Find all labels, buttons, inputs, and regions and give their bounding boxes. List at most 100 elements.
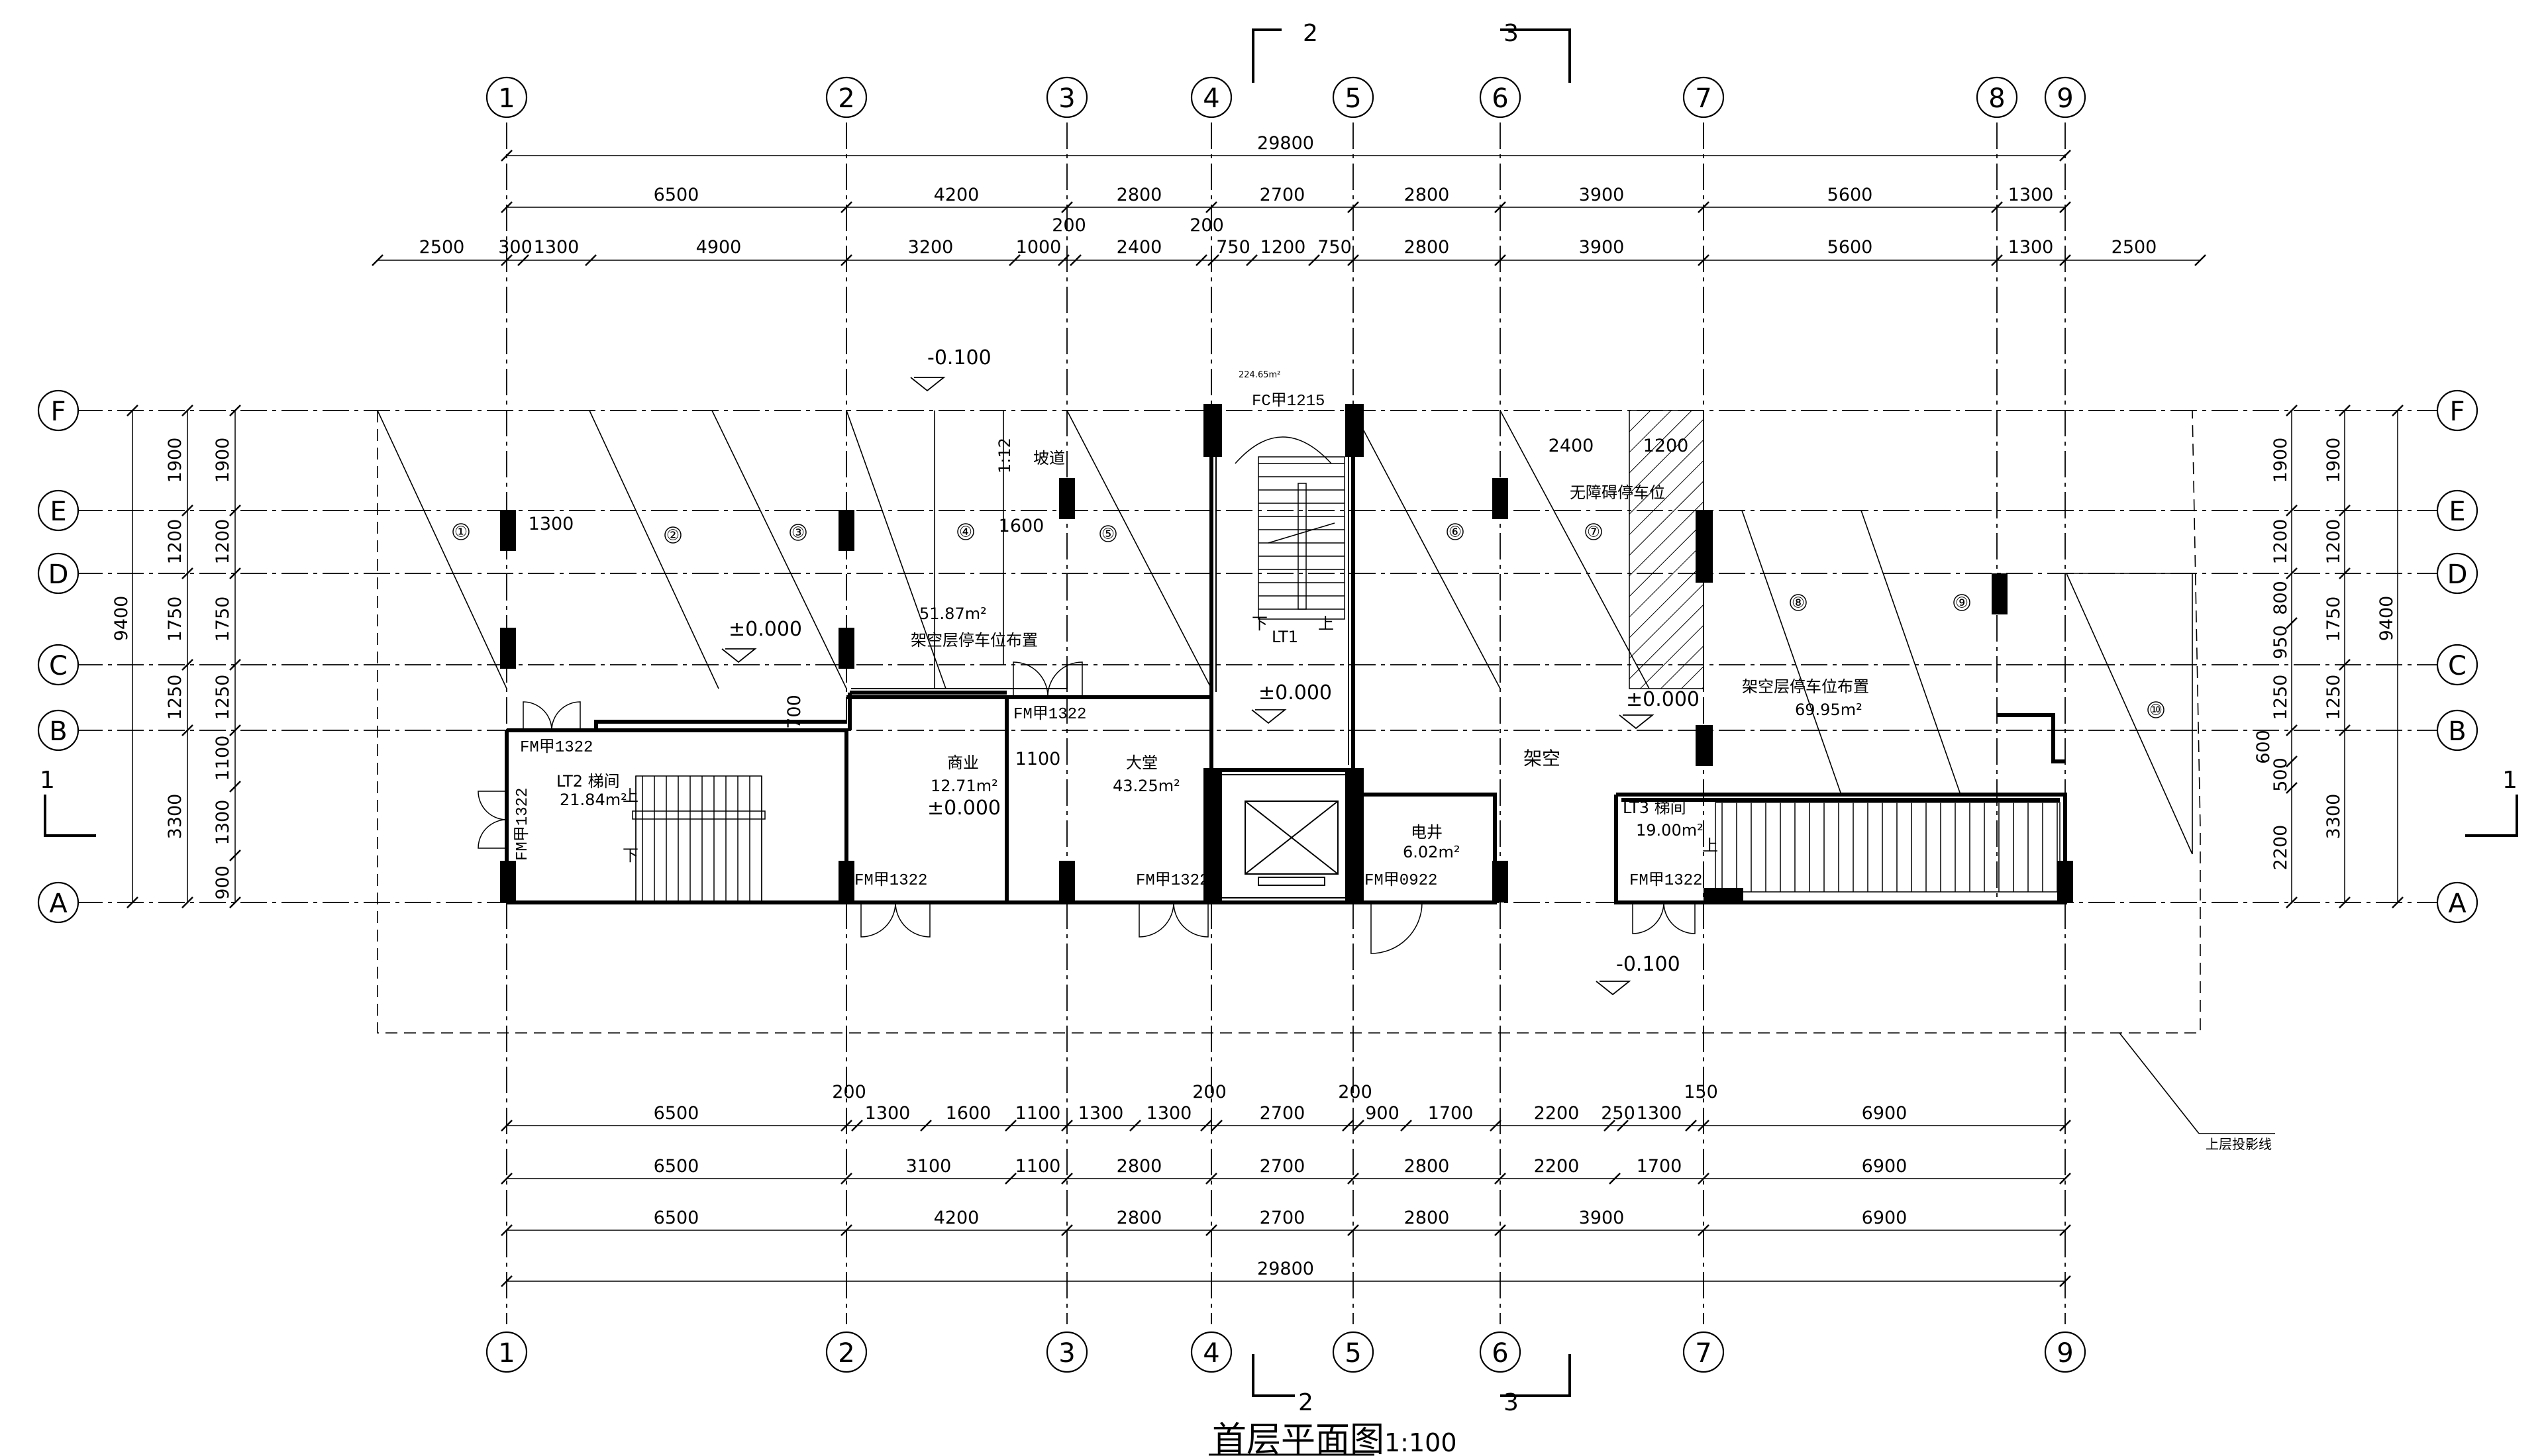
axis-bubbles — [37, 76, 2478, 1373]
dim-value: 3300 — [2323, 794, 2344, 840]
dim-value: 1100 — [213, 736, 233, 781]
dim-value: 1200 — [1643, 436, 1689, 456]
dim-value: 1750 — [165, 597, 185, 642]
parking-number: ③ — [791, 525, 805, 542]
dim-value: 2400 — [1549, 436, 1594, 456]
dim-value: 1300 — [1637, 1103, 1682, 1124]
dim-value: 500 — [2270, 757, 2291, 792]
axis-labels: 1 2 3 4 5 6 7 8 9 1 2 3 4 5 6 7 9 F E D … — [48, 83, 2468, 1369]
dim-value: 800 — [2270, 581, 2291, 615]
stair-up-label: 上 — [623, 787, 638, 805]
level-mark: ±0.000 — [1626, 688, 1700, 711]
dimension-ticks — [127, 150, 2404, 1287]
axis-bubble-1-top — [485, 76, 528, 119]
dim-value: 9400 — [111, 596, 132, 642]
dim-value: 6900 — [1862, 1103, 1908, 1124]
dim-value: 900 — [1365, 1103, 1400, 1124]
room-area-lt3: 19.00m² — [1636, 821, 1704, 840]
stair-up-label: 上 — [1702, 836, 1718, 855]
dim-value: 6500 — [654, 1103, 699, 1124]
stair-lt2 — [632, 775, 766, 902]
dim-value: 1600 — [999, 516, 1044, 536]
axis-bubble-6-bottom — [1479, 1331, 1521, 1373]
dim-value: 5600 — [1827, 185, 1873, 205]
room-area-shaft: 6.02m² — [1403, 843, 1460, 861]
dim-value: 4200 — [934, 185, 980, 205]
slope-label: 1:12 — [995, 438, 1014, 473]
axis-label-row: C — [2448, 651, 2467, 681]
top-area-note: 224.65m² — [1239, 370, 1280, 380]
dim-value: 29800 — [1257, 1259, 1314, 1279]
dim-value: 2800 — [1117, 1208, 1162, 1228]
axis-label-row: F — [2449, 397, 2465, 427]
door-label: FM甲1322 — [514, 788, 532, 861]
dim-value: 1600 — [946, 1103, 992, 1124]
axis-bubble-8-top — [1976, 76, 2018, 119]
parking-number: ⑦ — [1587, 524, 1600, 541]
room-area-lt2: 21.84m² — [560, 791, 627, 809]
axis-bubble-3-top — [1046, 76, 1088, 119]
dim-value: 1100 — [1015, 1103, 1061, 1124]
room-name-lobby: 大堂 — [1126, 753, 1158, 772]
room-area-shop: 12.71m² — [931, 777, 998, 795]
axis-bubble-1-bottom — [485, 1331, 528, 1373]
dim-value: 1300 — [534, 237, 580, 258]
dim-value: 250 — [1601, 1103, 1635, 1124]
parking-number: ⑧ — [1792, 595, 1805, 612]
dim-value: 1700 — [1637, 1156, 1682, 1177]
parking-number: ① — [454, 524, 468, 541]
dim-value: 2800 — [1404, 185, 1450, 205]
accessible-parking-label: 无障碍停车位 — [1570, 483, 1665, 502]
elevation-markers — [721, 377, 1655, 996]
room-name-shop: 商业 — [947, 753, 979, 772]
door-label: FM甲0922 — [1364, 872, 1437, 890]
section-label: 2 — [1298, 1389, 1313, 1416]
axis-label-col: 9 — [2057, 1338, 2073, 1369]
dim-value: 200 — [832, 1082, 866, 1102]
door-label: FM甲1322 — [854, 872, 927, 890]
dimension-text-top: 29800 6500 4200 2800 2700 2800 3900 5600… — [419, 133, 2157, 258]
room-name-shaft: 电井 — [1411, 823, 1443, 842]
axis-label-col: 8 — [1988, 83, 2005, 114]
door-label: FM甲1322 — [1136, 872, 1209, 890]
axis-label-col: 1 — [498, 1338, 515, 1369]
dimension-text-right: 1900 1200 800 950 1250 600 500 2200 1900… — [2253, 438, 2397, 871]
dim-value: 1200 — [213, 519, 233, 565]
axis-label-col: 6 — [1492, 1338, 1508, 1369]
projection-leader — [2119, 1032, 2275, 1134]
axis-label-row: E — [2449, 497, 2465, 527]
axis-bubble-6-top — [1479, 76, 1521, 119]
axis-bubble-4-bottom — [1190, 1331, 1233, 1373]
dim-value: 4200 — [934, 1208, 980, 1228]
dim-value: 1750 — [2323, 597, 2344, 642]
axis-label-row: E — [50, 497, 66, 527]
parking-number: ⑤ — [1101, 526, 1115, 543]
axis-bubble-3-bottom — [1046, 1331, 1088, 1373]
axis-label-col: 7 — [1695, 83, 1711, 114]
dim-value: 2800 — [1404, 1156, 1450, 1177]
stair-down-label: 下 — [1252, 614, 1268, 633]
door-label: FM甲1322 — [520, 739, 593, 757]
projection-note: 上层投影线 — [2206, 1136, 2272, 1152]
dim-value: 1300 — [1146, 1103, 1192, 1124]
structural-columns — [500, 404, 2073, 902]
dim-value: 2800 — [1117, 185, 1162, 205]
dim-value: 1700 — [1428, 1103, 1474, 1124]
dim-value: 1100 — [1015, 1156, 1061, 1177]
dim-value: 200 — [1052, 215, 1086, 236]
dim-value: 150 — [1684, 1082, 1718, 1102]
axis-label-row: A — [2448, 889, 2467, 919]
room-name-lt2: LT2 梯间 — [556, 772, 620, 791]
dim-value: 1250 — [213, 675, 233, 720]
dim-value: 950 — [2270, 625, 2291, 659]
axis-label-col: 5 — [1345, 83, 1361, 114]
dim-value: 1200 — [2270, 519, 2291, 565]
axis-label-row: C — [49, 651, 68, 681]
dim-value: 600 — [2253, 730, 2274, 764]
dim-value: 1900 — [2270, 438, 2291, 483]
thin-walls — [851, 437, 1350, 898]
dim-value: 6500 — [654, 1208, 699, 1228]
dim-value: 3900 — [1579, 237, 1625, 258]
dim-value: 3200 — [908, 237, 954, 258]
stair-lt1 — [1235, 436, 1345, 620]
